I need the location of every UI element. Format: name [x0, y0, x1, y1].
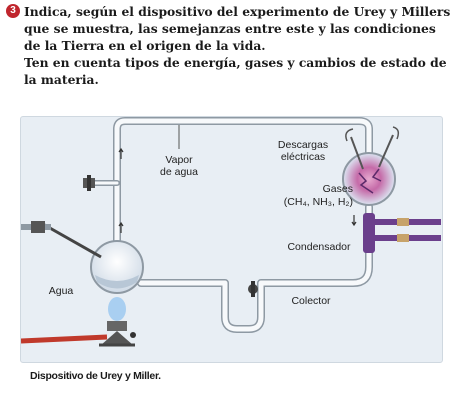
label-condensador: Condensador	[287, 241, 351, 253]
water-flask	[21, 221, 144, 294]
burner	[21, 297, 136, 347]
label-gases-formula: (CH₄, NH₃, H₂)	[283, 196, 353, 208]
discharge-flask	[342, 126, 400, 206]
collector-stopcock	[248, 281, 258, 297]
question-text: Indica, según el dispositivo del experim…	[24, 3, 456, 88]
condenser	[363, 213, 441, 253]
question-paragraph-2: Ten en cuenta tipos de energía, gases y …	[24, 55, 447, 87]
flow-arrows	[118, 147, 357, 233]
question-paragraph-1: Indica, según el dispositivo del experim…	[24, 4, 451, 53]
figure-caption: Dispositivo de Urey y Miller.	[30, 370, 161, 382]
glass-tubing	[90, 117, 373, 333]
left-stopcock	[83, 175, 95, 191]
question-number-badge: 3	[6, 4, 20, 18]
label-gases: Gases	[322, 183, 353, 195]
label-colector: Colector	[291, 295, 331, 307]
apparatus-drawing	[21, 117, 441, 347]
label-agua: Agua	[48, 285, 74, 297]
